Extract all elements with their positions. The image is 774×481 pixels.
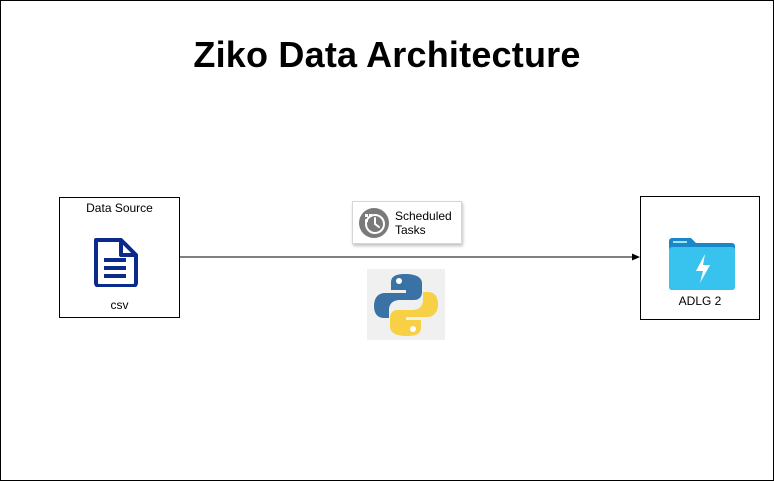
- python-icon: [374, 274, 438, 336]
- adlg-node[interactable]: ADLG 2: [640, 196, 760, 320]
- adlg-label: ADLG 2: [678, 294, 722, 308]
- data-source-label: Data Source: [86, 201, 153, 215]
- scheduled-tasks-icon: [359, 208, 389, 243]
- document-icon: [92, 237, 140, 292]
- scheduled-tasks-label: Scheduled Tasks: [395, 209, 452, 237]
- data-lake-folder-icon: [669, 238, 735, 295]
- data-source-node[interactable]: Data Source csv: [59, 197, 180, 318]
- python-logo-tile: [367, 269, 445, 340]
- scheduled-tasks-card[interactable]: Scheduled Tasks: [352, 201, 462, 244]
- diagram-title: Ziko Data Architecture: [193, 34, 581, 75]
- file-type-label: csv: [110, 298, 129, 312]
